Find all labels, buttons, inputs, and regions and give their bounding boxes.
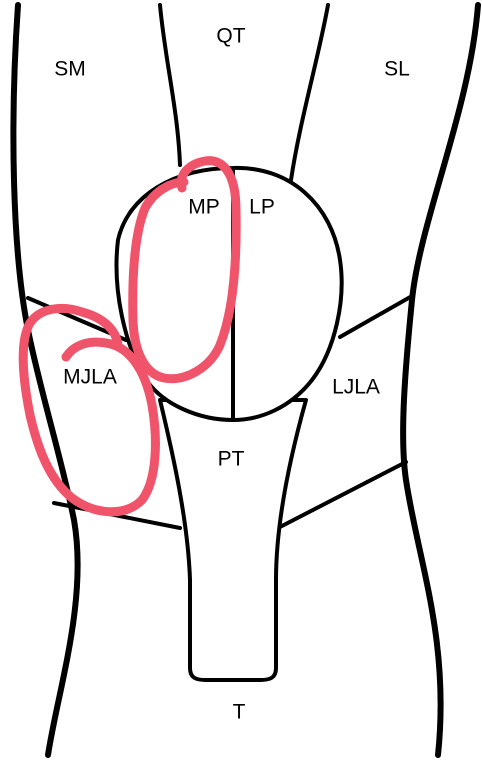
label-ljla: LJLA (332, 376, 380, 399)
right-leg-edge (403, 5, 478, 755)
label-lp: LP (249, 196, 275, 219)
patellar-tendon (160, 400, 306, 680)
lateral-quad-border (291, 5, 328, 180)
label-mp: MP (188, 196, 220, 219)
label-qt: QT (216, 25, 245, 48)
label-mjla: MJLA (63, 366, 117, 389)
medial-quad-border (160, 5, 180, 165)
label-pt: PT (218, 448, 245, 471)
label-t: T (233, 701, 246, 724)
label-sl: SL (384, 58, 410, 81)
label-sm: SM (54, 58, 86, 81)
